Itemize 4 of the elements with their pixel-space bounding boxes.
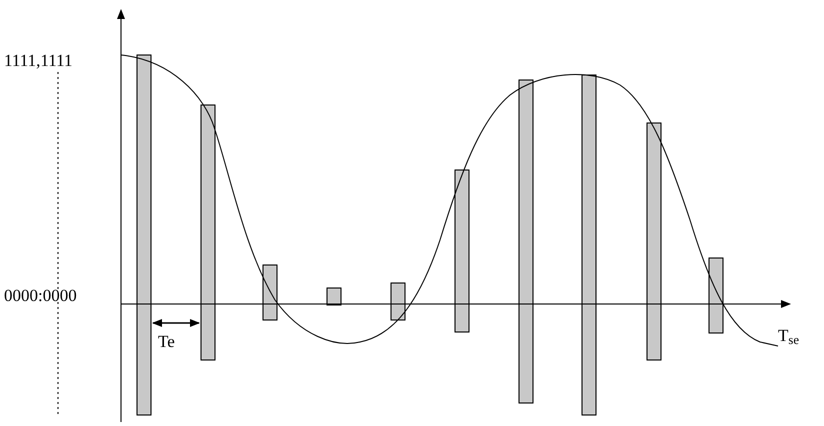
axis-label: Te: [158, 333, 175, 350]
axis-label: T$_{se}$: [778, 327, 800, 344]
axis-label: 0000:0000: [4, 287, 77, 304]
axis-label: 1111,1111: [4, 52, 72, 69]
